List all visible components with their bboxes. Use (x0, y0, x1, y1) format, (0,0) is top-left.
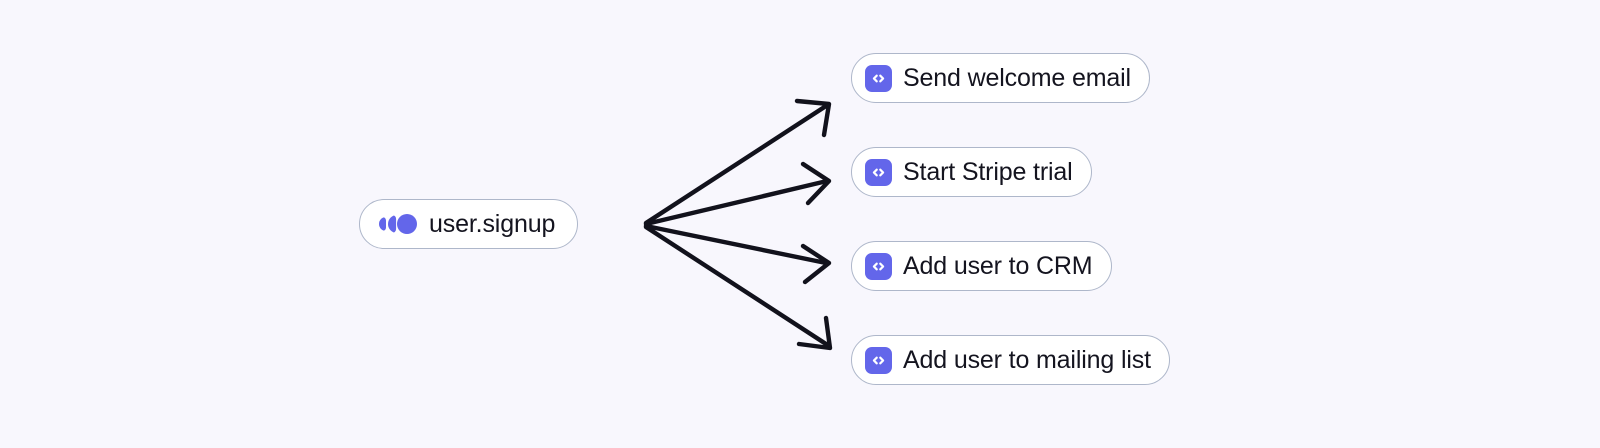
edge-to-add-user-to-crm (643, 223, 832, 285)
edge-to-send-welcome-email (643, 98, 832, 226)
action-node-add-user-to-crm[interactable]: Add user to CRM (851, 241, 1112, 291)
action-node-send-welcome-email[interactable]: Send welcome email (851, 53, 1150, 103)
motion-trail-small-icon (379, 217, 386, 231)
action-node-label: Send welcome email (903, 63, 1131, 92)
edge-to-add-user-to-mailing-list (643, 224, 833, 351)
action-node-start-stripe-trial[interactable]: Start Stripe trial (851, 147, 1092, 197)
code-icon (865, 252, 892, 280)
action-node-add-user-to-mailing-list[interactable]: Add user to mailing list (851, 335, 1170, 385)
motion-dot-icon (397, 214, 417, 234)
code-icon (865, 158, 892, 186)
action-node-label: Start Stripe trial (903, 157, 1073, 186)
trigger-node-label: user.signup (429, 209, 556, 238)
code-icon (865, 64, 892, 92)
edge-to-start-stripe-trial (643, 161, 832, 227)
motion-trail-large-icon (388, 215, 397, 233)
action-node-label: Add user to CRM (903, 251, 1093, 280)
trigger-node-user-signup[interactable]: user.signup (359, 199, 579, 249)
code-icon (865, 346, 892, 374)
action-node-label: Add user to mailing list (903, 345, 1151, 374)
trigger-event-icon (379, 212, 417, 236)
